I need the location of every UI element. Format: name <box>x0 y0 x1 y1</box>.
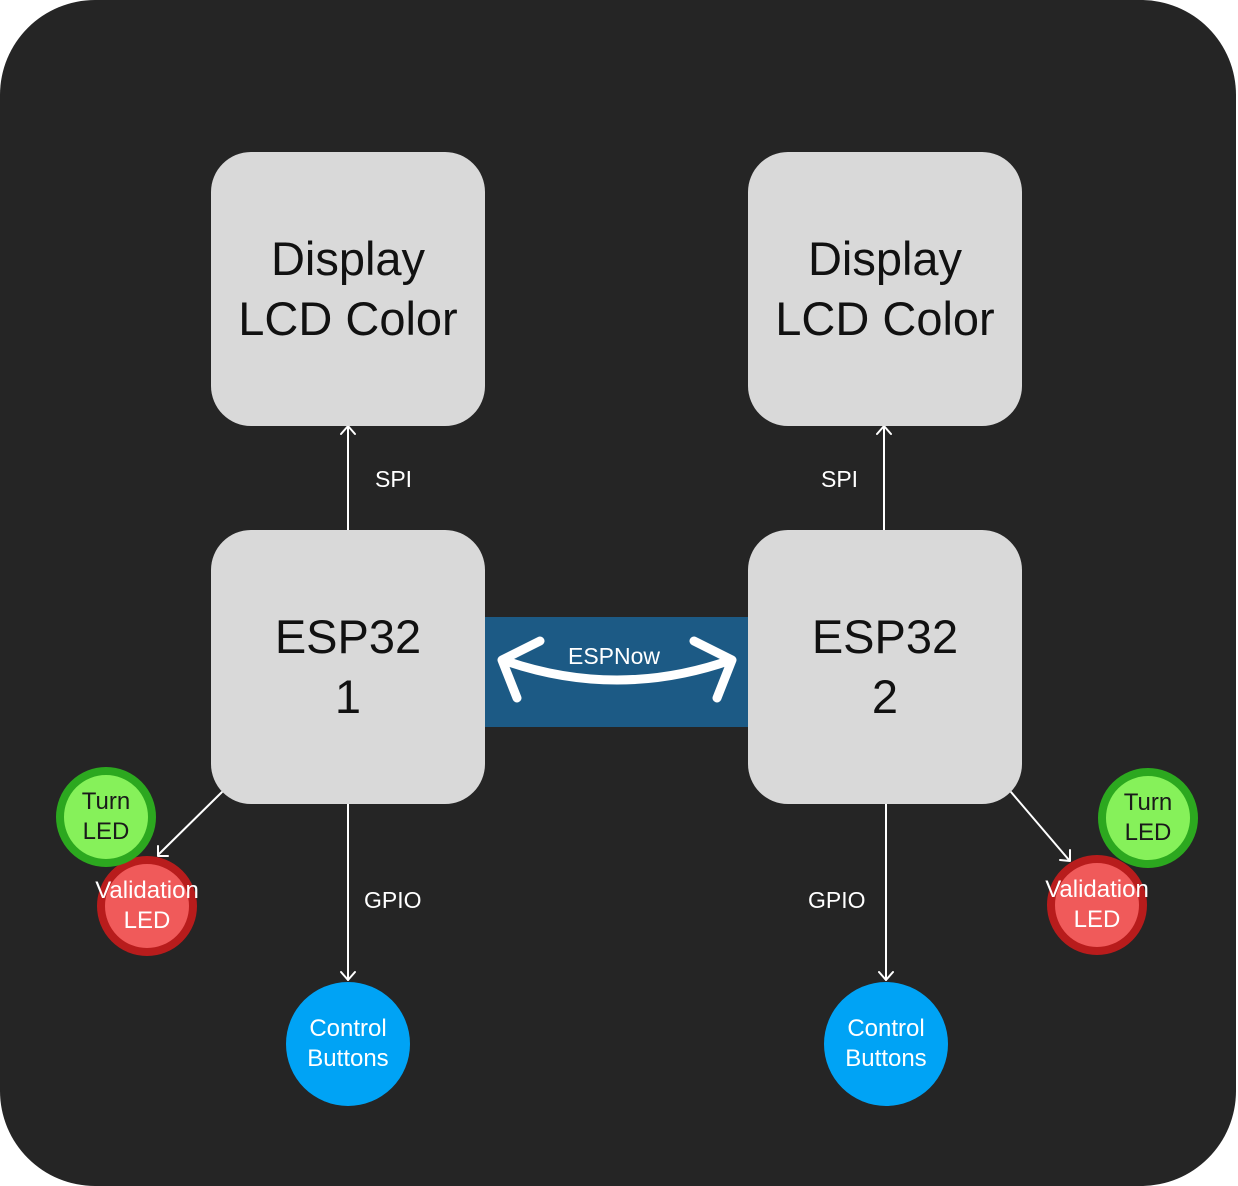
led-arrowhead-1 <box>157 845 169 857</box>
control-buttons-line1-2: Control <box>847 1015 925 1042</box>
gpio-label-1: GPIO <box>364 887 422 913</box>
spi-label-2: SPI <box>821 466 859 492</box>
esp32-title-1: ESP32 <box>274 610 422 663</box>
control-buttons-1: Control Buttons <box>286 982 410 1106</box>
turn-led-1: Turn LED <box>56 767 156 867</box>
control-buttons-2: Control Buttons <box>824 982 948 1106</box>
spi-arrowhead-2 <box>876 425 892 435</box>
espnow-curve-arrow <box>498 655 736 685</box>
display-lcd-box-2: Display LCD Color <box>748 152 1022 426</box>
turn-led-line2-2: LED <box>1124 819 1172 846</box>
validation-led-2: Validation LED <box>1045 855 1149 955</box>
validation-led-1: Validation LED <box>95 856 199 956</box>
turn-led-line1-1: Turn <box>81 788 131 815</box>
validation-led-line2-2: LED <box>1073 906 1121 933</box>
control-buttons-line2-1: Buttons <box>307 1045 389 1072</box>
validation-led-line1-2: Validation <box>1045 876 1149 903</box>
turn-led-2: Turn LED <box>1098 768 1198 868</box>
led-arrow-2 <box>1010 791 1070 861</box>
espnow-arrowhead-right <box>689 636 737 703</box>
validation-led-line1-1: Validation <box>95 877 199 904</box>
control-buttons-line1-1: Control <box>309 1015 387 1042</box>
turn-led-line2-1: LED <box>82 818 130 845</box>
display-title-1: Display <box>270 232 426 285</box>
esp32-box-1: ESP32 1 <box>211 530 485 804</box>
esp32-title-2: ESP32 <box>811 610 959 663</box>
led-arrow-1 <box>157 791 223 856</box>
espnow-label: ESPNow <box>568 643 661 669</box>
display-subtitle-2: LCD Color <box>775 292 995 345</box>
esp32-box-2: ESP32 2 <box>748 530 1022 804</box>
turn-led-line1-2: Turn <box>1123 789 1173 816</box>
gpio-arrowhead-2 <box>878 971 894 981</box>
gpio-arrowhead-1 <box>340 971 356 981</box>
esp32-number-2: 2 <box>871 670 899 723</box>
display-title-2: Display <box>807 232 963 285</box>
display-subtitle-1: LCD Color <box>238 292 458 345</box>
spi-label-1: SPI <box>375 466 413 492</box>
spi-arrowhead-1 <box>340 425 356 435</box>
validation-led-line2-1: LED <box>123 907 171 934</box>
display-lcd-box-1: Display LCD Color <box>211 152 485 426</box>
esp32-number-1: 1 <box>334 670 362 723</box>
espnow-arrowhead-left <box>497 636 545 703</box>
led-arrowhead-2 <box>1059 849 1071 862</box>
control-buttons-line2-2: Buttons <box>845 1045 927 1072</box>
gpio-label-2: GPIO <box>808 887 866 913</box>
